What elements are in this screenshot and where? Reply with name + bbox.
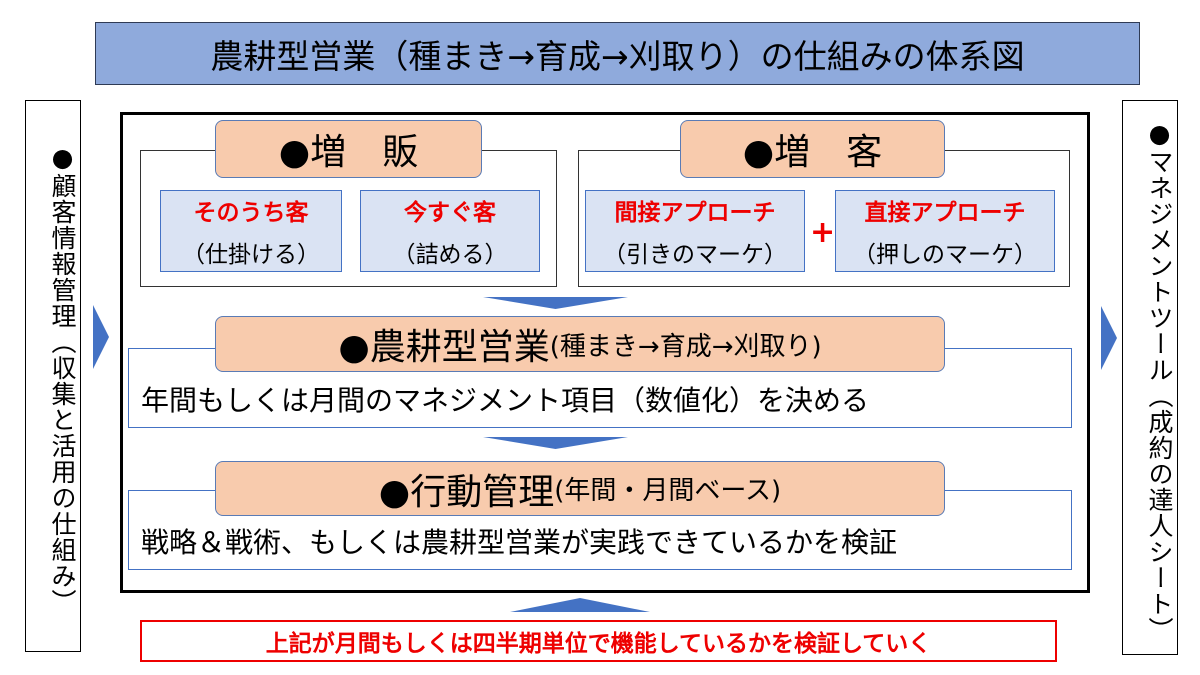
direct-approach-box: 直接アプローチ （押しのマーケ）: [835, 190, 1055, 272]
direct-approach-label: 直接アプローチ: [864, 200, 1026, 226]
later-customer-sub: （仕掛ける）: [182, 242, 320, 268]
action-header-sub: (年間・月間ベース): [554, 476, 782, 506]
acquisition-header: ●増 客: [680, 120, 945, 178]
action-header-text: ●行動管理: [378, 471, 555, 513]
footer-note: 上記が月間もしくは四半期単位で機能しているかを検証していく: [140, 620, 1057, 662]
customer-info-panel: ●顧客情報管理（収集と活用の仕組み）: [25, 100, 81, 652]
main-frame: [120, 112, 1090, 593]
indirect-approach-box: 間接アプローチ （引きのマーケ）: [585, 190, 805, 272]
diagram-title: 農耕型営業（種まき→育成→刈取り）の仕組みの体系図: [95, 22, 1140, 85]
now-customer-label: 今すぐ客: [404, 200, 496, 226]
farming-header-sub: (種まき→育成→刈取り): [549, 331, 822, 362]
indirect-approach-label: 間接アプローチ: [614, 200, 776, 226]
later-customer-label: そのうち客: [193, 200, 309, 226]
plus-icon: +: [810, 215, 836, 250]
now-customer-box: 今すぐ客 （詰める）: [360, 190, 540, 272]
indirect-approach-sub: （引きのマーケ）: [603, 242, 787, 268]
action-body-text: 戦略＆戦術、もしくは農耕型営業が実践できているかを検証: [141, 526, 898, 559]
farming-header: ●農耕型営業(種まき→育成→刈取り): [215, 316, 945, 372]
upsell-header: ●増 販: [215, 120, 482, 178]
up-arrow-icon: [510, 598, 650, 612]
direct-approach-sub: （押しのマーケ）: [853, 242, 1037, 268]
farming-body-text: 年間もしくは月間のマネジメント項目（数値化）を決める: [141, 384, 870, 417]
now-customer-sub: （詰める）: [392, 242, 508, 268]
action-header: ●行動管理(年間・月間ベース): [215, 461, 945, 516]
later-customer-box: そのうち客 （仕掛ける）: [160, 190, 342, 272]
management-tool-panel: ●マネジメントツール（成約の達人シート）: [1122, 100, 1178, 655]
right-arrow-icon: [93, 305, 109, 369]
right-arrow-icon: [1101, 306, 1117, 370]
farming-header-text: ●農耕型営業: [338, 327, 550, 368]
